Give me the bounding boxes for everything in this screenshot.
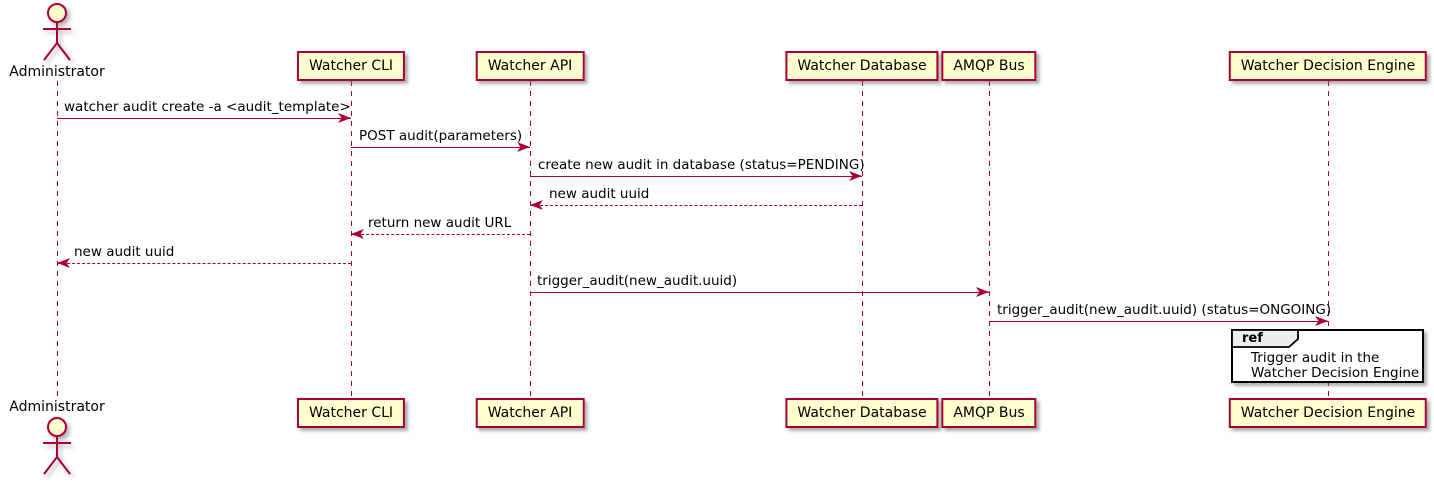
participant-label: AMQP Bus: [953, 405, 1025, 421]
participant-watcher-cli-top: Watcher CLI: [296, 51, 406, 81]
message-line: [530, 205, 862, 206]
participant-watcher-decision-engine-bottom: Watcher Decision Engine: [1228, 398, 1428, 428]
actor-icon: [43, 417, 71, 475]
lifeline-watcher-decision-engine: [1328, 81, 1329, 398]
participant-label: Watcher Decision Engine: [1240, 58, 1416, 74]
arrowhead-icon: [338, 113, 351, 123]
ref-text-line: Trigger audit in the: [1251, 350, 1380, 366]
message-line: [351, 234, 530, 235]
lifeline-watcher-api: [530, 81, 531, 398]
message-line: [989, 321, 1328, 322]
arrowhead-icon: [1315, 316, 1328, 326]
participant-watcher-cli-bottom: Watcher CLI: [296, 398, 406, 428]
message-label: POST audit(parameters): [359, 128, 523, 144]
ref-fragment: ref Trigger audit in the Watcher Decisio…: [1231, 329, 1424, 383]
participant-watcher-api-top: Watcher API: [475, 51, 585, 81]
ref-tag-shape: [1231, 329, 1299, 348]
participant-label: Watcher Database: [797, 405, 927, 421]
message-label: trigger_audit(new_audit.uuid): [537, 273, 738, 289]
lifeline-watcher-database: [862, 81, 863, 398]
actor-administrator-top: [35, 2, 79, 68]
ref-text-line: Watcher Decision Engine: [1251, 365, 1420, 381]
participant-watcher-decision-engine-top: Watcher Decision Engine: [1228, 51, 1428, 81]
participant-label: Watcher CLI: [308, 58, 394, 74]
participant-label: Watcher Database: [797, 58, 927, 74]
participant-amqp-bus-top: AMQP Bus: [941, 51, 1037, 81]
participant-label: Watcher Decision Engine: [1240, 405, 1416, 421]
ref-tag-label: ref: [1242, 331, 1263, 346]
participant-label: AMQP Bus: [953, 58, 1025, 74]
lifeline-watcher-cli: [351, 81, 352, 398]
participant-watcher-database-top: Watcher Database: [785, 51, 939, 81]
participant-label: Watcher API: [487, 405, 573, 421]
actor-label: Administrator: [9, 64, 105, 80]
message-label: return new audit URL: [368, 215, 512, 231]
arrowhead-icon: [517, 142, 530, 152]
message-line: [57, 263, 351, 264]
participant-watcher-database-bottom: Watcher Database: [785, 398, 939, 428]
message-line: [351, 147, 530, 148]
message-line: [57, 118, 351, 119]
message-line: [530, 176, 862, 177]
message-label: create new audit in database (status=PEN…: [538, 157, 865, 173]
arrowhead-icon: [57, 258, 70, 268]
participant-label: Watcher API: [487, 58, 573, 74]
arrowhead-icon: [849, 171, 862, 181]
message-label: watcher audit create -a <audit_template>: [64, 99, 351, 115]
participant-label: Watcher CLI: [308, 405, 394, 421]
lifeline-amqp-bus: [989, 81, 990, 398]
arrowhead-icon: [976, 287, 989, 297]
message-label: new audit uuid: [549, 186, 650, 202]
message-label: new audit uuid: [74, 244, 175, 260]
arrowhead-icon: [351, 229, 364, 239]
actor-administrator-bottom: [35, 414, 79, 484]
message-label: trigger_audit(new_audit.uuid) (status=ON…: [997, 302, 1332, 318]
message-line: [530, 292, 989, 293]
lifeline-administrator: [57, 81, 58, 398]
participant-watcher-api-bottom: Watcher API: [475, 398, 585, 428]
actor-icon: [43, 3, 71, 61]
participant-amqp-bus-bottom: AMQP Bus: [941, 398, 1037, 428]
arrowhead-icon: [530, 200, 543, 210]
actor-label: Administrator: [9, 399, 105, 415]
